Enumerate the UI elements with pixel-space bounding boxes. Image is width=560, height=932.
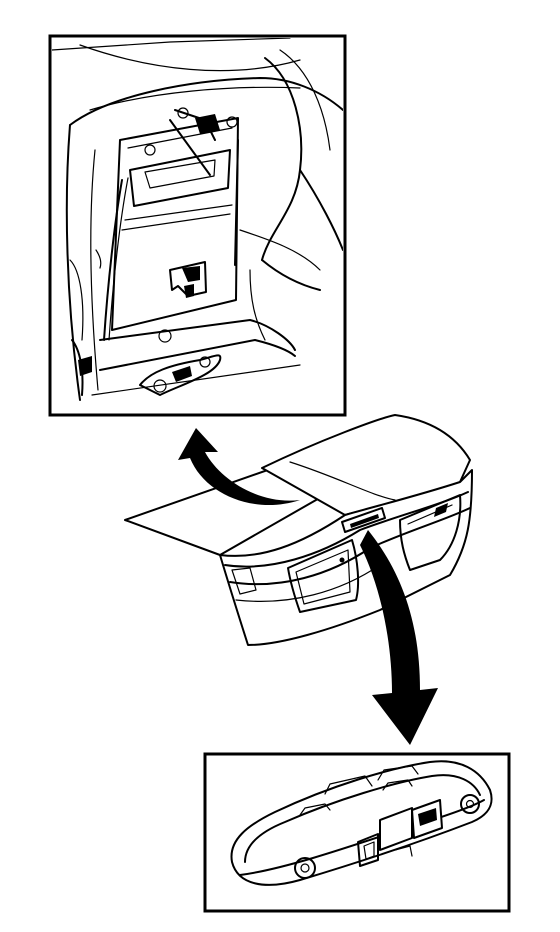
top-inset-frame — [48, 34, 347, 417]
handle-housing — [230, 760, 493, 886]
bottom-inset-panel — [203, 752, 511, 913]
arrow-to-bottom-inset — [360, 530, 438, 745]
trunk-interior-drawing — [52, 38, 343, 401]
arrow-to-top-inset — [178, 428, 300, 506]
top-inset-panel — [48, 34, 347, 417]
release-handle-drawing — [230, 760, 493, 886]
car-rear-view — [124, 414, 473, 646]
